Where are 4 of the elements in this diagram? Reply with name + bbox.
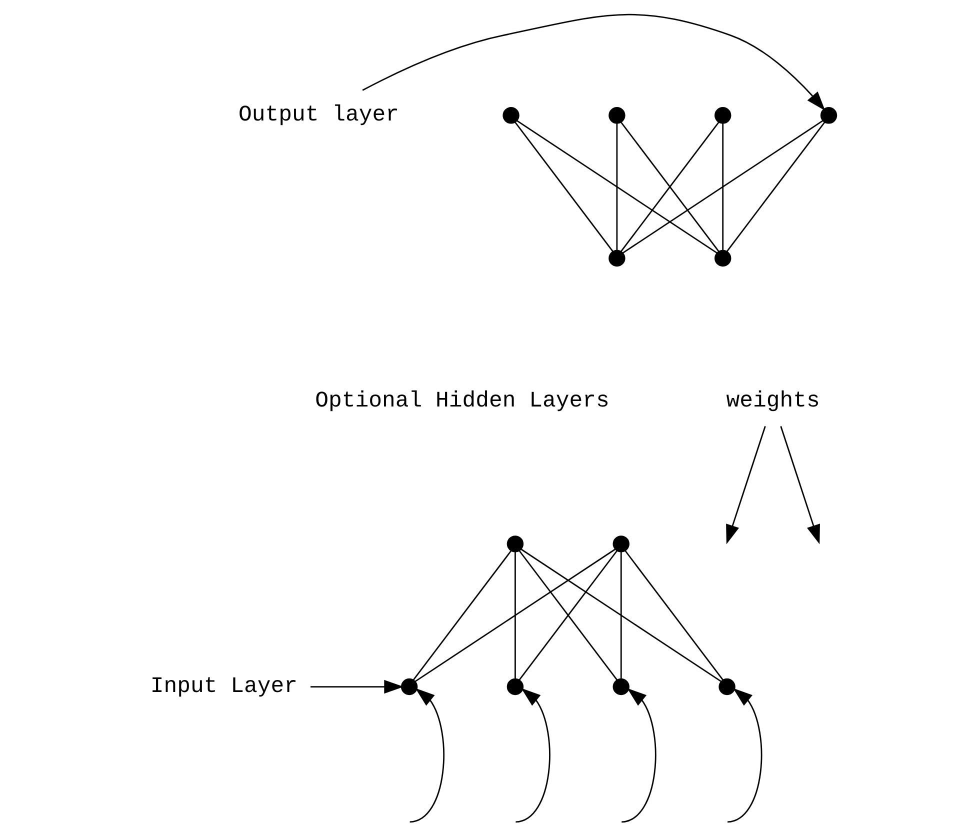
node-text: weights xyxy=(726,387,820,414)
node-text: Output layer xyxy=(238,102,398,128)
label: Optional Hidden Layers xyxy=(314,387,609,414)
node-text: Input Layer xyxy=(150,673,298,700)
